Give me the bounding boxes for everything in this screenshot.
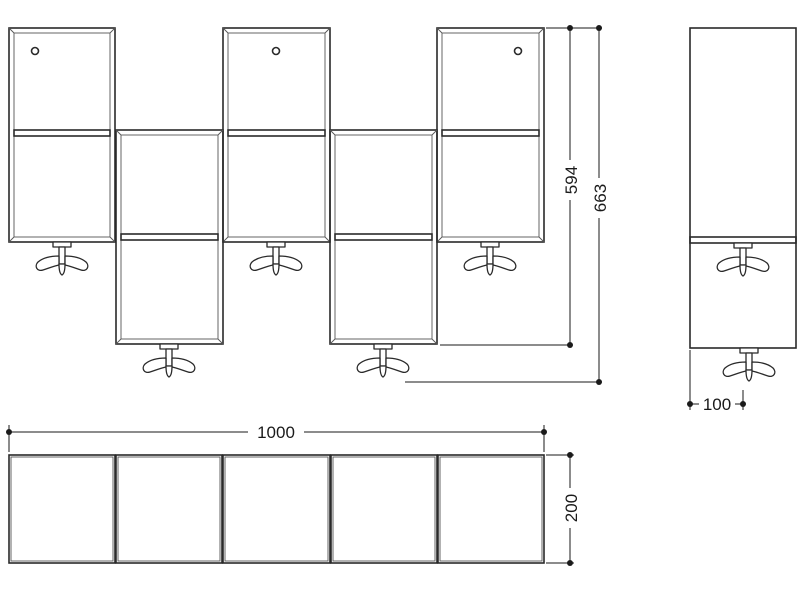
coat-hook-icon xyxy=(722,347,776,382)
coat-hook-icon xyxy=(463,241,517,276)
module-lower-2 xyxy=(329,129,438,345)
module-upper-2 xyxy=(222,27,331,243)
module-lower-1 xyxy=(115,129,224,345)
coat-hook-icon xyxy=(356,343,410,378)
depth-label-200: 200 xyxy=(562,494,581,522)
module-upper-1 xyxy=(8,27,116,243)
height-label-594: 594 xyxy=(562,166,581,194)
coat-hook-icon xyxy=(35,241,89,276)
module-upper-3 xyxy=(436,27,545,243)
side-view xyxy=(689,27,797,382)
coat-hook-icon xyxy=(142,343,196,378)
depth-label-100: 100 xyxy=(703,395,731,414)
dimension-1000: 1000 xyxy=(6,421,547,452)
height-label-663: 663 xyxy=(591,184,610,212)
dimension-100: 100 xyxy=(687,350,746,414)
front-view xyxy=(8,27,545,378)
coat-hook-icon xyxy=(716,242,770,277)
lock-icon xyxy=(30,46,40,56)
lock-icon xyxy=(513,46,523,56)
dimension-663: 663 xyxy=(405,25,610,385)
lock-icon xyxy=(271,46,281,56)
dimension-594: 594 xyxy=(440,25,581,348)
width-label-1000: 1000 xyxy=(257,423,295,442)
dimension-200: 200 xyxy=(546,452,581,566)
top-view xyxy=(8,454,545,564)
coat-hook-icon xyxy=(249,241,303,276)
